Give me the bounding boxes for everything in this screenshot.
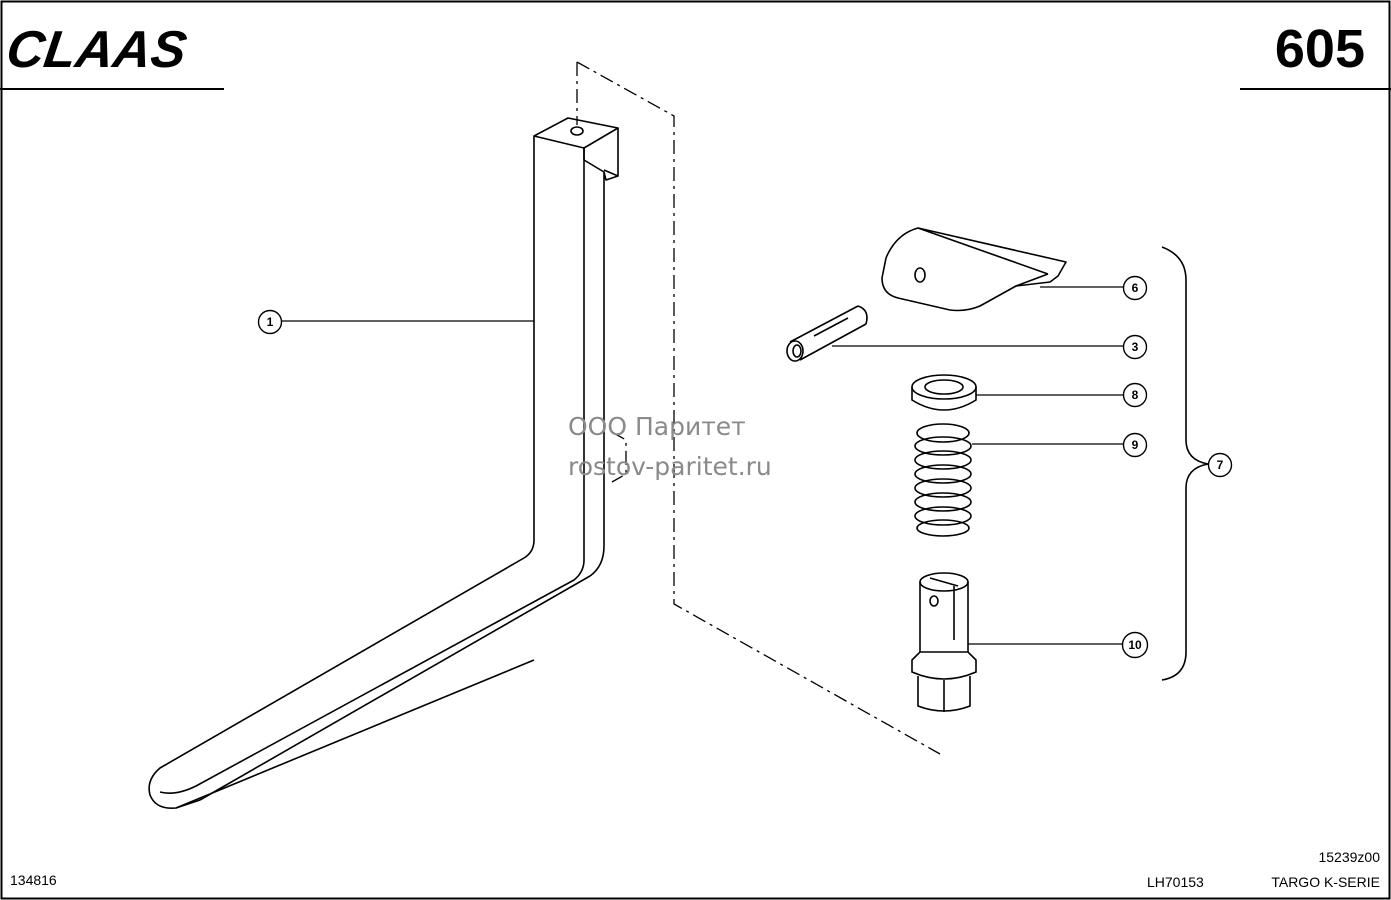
callout-3-circle bbox=[1122, 334, 1148, 360]
footer-document-code: LH70153 bbox=[1147, 874, 1204, 890]
claas-logo: CLAAS bbox=[3, 21, 190, 79]
callout-1-label: 1 bbox=[267, 315, 274, 329]
callout-7-label: 7 bbox=[1217, 458, 1224, 472]
callout-7-circle bbox=[1207, 452, 1233, 478]
watermark-company: ООО Паритет bbox=[568, 412, 746, 441]
footer-drawing-code: 15239z00 bbox=[1318, 849, 1380, 865]
callout-3-label: 3 bbox=[1132, 340, 1139, 354]
footer-model: TARGO K-SERIE bbox=[1271, 874, 1380, 890]
callout-10-circle bbox=[1121, 631, 1149, 659]
callout-8-label: 8 bbox=[1132, 388, 1139, 402]
callout-10-label: 10 bbox=[1128, 638, 1142, 652]
callout-8-circle bbox=[1122, 382, 1148, 408]
callout-6-label: 6 bbox=[1132, 281, 1139, 295]
callout-9-label: 9 bbox=[1132, 438, 1139, 452]
callout-6-circle bbox=[1122, 275, 1148, 301]
roll-pin-part bbox=[786, 305, 868, 362]
assembly-bracket bbox=[1161, 246, 1209, 681]
watermark-url: rostov-paritet.ru bbox=[568, 452, 772, 481]
fork-part bbox=[148, 117, 619, 810]
leader-lines bbox=[282, 286, 1123, 645]
assembly-centerline bbox=[576, 61, 941, 755]
fork-top-face bbox=[533, 117, 619, 149]
lock-pin-part bbox=[911, 572, 977, 712]
washer-part bbox=[911, 374, 977, 411]
footer-left-number: 134816 bbox=[10, 872, 57, 888]
callout-1-circle bbox=[257, 309, 283, 335]
latch-plate-part bbox=[881, 227, 1067, 312]
callout-9-circle bbox=[1122, 432, 1148, 458]
page-number: 605 bbox=[1274, 19, 1365, 79]
spring-part bbox=[914, 423, 972, 537]
